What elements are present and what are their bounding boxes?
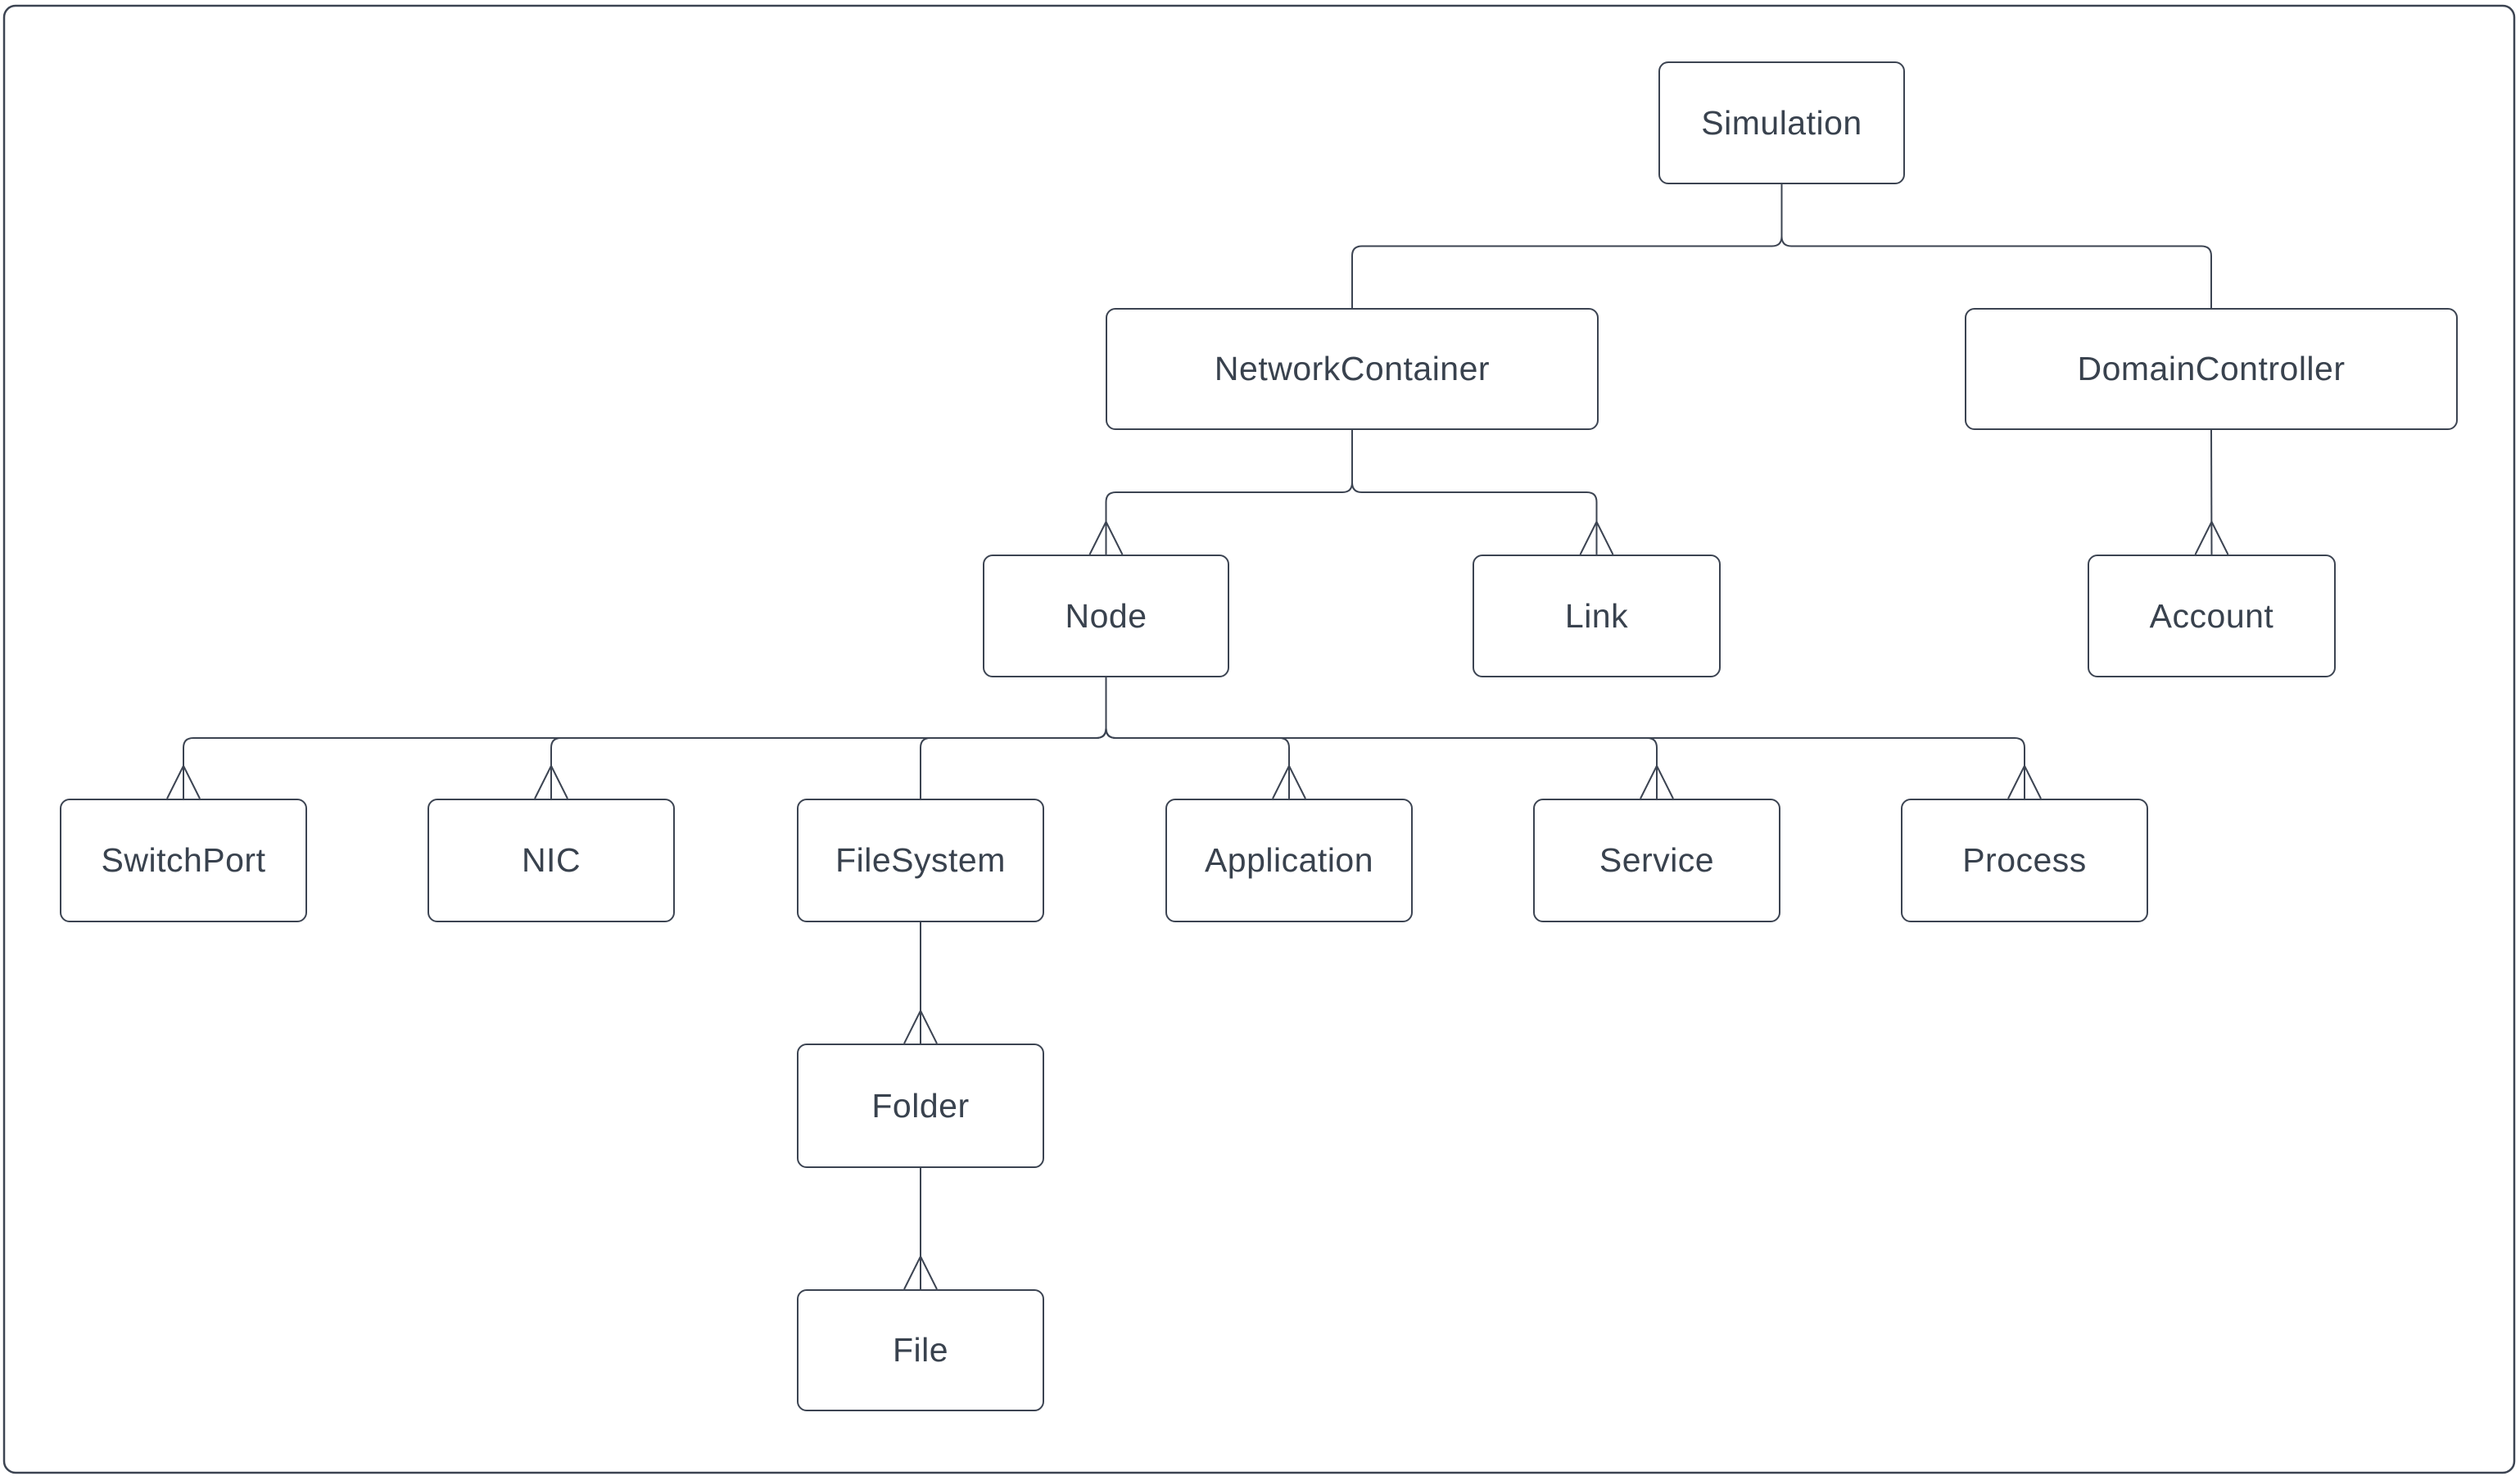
- shape-label-node: Node: [1065, 596, 1147, 635]
- canvas-border: [2, 4, 2516, 1474]
- edge-folder-file-arrowhead: [903, 1256, 938, 1290]
- edge-node-process-arrowhead: [2007, 765, 2042, 799]
- shape-nic[interactable]: NIC: [428, 799, 675, 922]
- shape-label-account: Account: [2149, 596, 2274, 635]
- edge-networkcontainer-link-arrowhead: [1579, 521, 1614, 555]
- edge-node-switchport-arrowhead: [166, 765, 201, 799]
- shape-label-nic: NIC: [521, 841, 581, 879]
- shape-label-folder: Folder: [871, 1086, 970, 1125]
- shape-label-link: Link: [1564, 596, 1629, 635]
- shape-label-file: File: [892, 1331, 949, 1369]
- edge-networkcontainer-node: [1105, 430, 1353, 555]
- edge-node-service-arrowhead: [1640, 765, 1674, 799]
- shape-link[interactable]: Link: [1473, 555, 1721, 677]
- edge-node-filesystem: [920, 677, 1107, 799]
- shape-label-simulation: Simulation: [1701, 103, 1862, 142]
- edge-domaincontroller-account: [2210, 429, 2213, 555]
- edge-simulation-domaincontroller: [1780, 184, 2212, 308]
- shape-application[interactable]: Application: [1165, 799, 1413, 922]
- edge-networkcontainer-link: [1351, 430, 1598, 555]
- shape-label-domaincontroller: DomainController: [2077, 350, 2346, 387]
- shape-service[interactable]: Service: [1533, 799, 1780, 922]
- shape-simulation[interactable]: Simulation: [1658, 61, 1905, 184]
- edge-node-application-arrowhead: [1272, 765, 1306, 799]
- shape-account[interactable]: Account: [2088, 555, 2336, 677]
- shape-process[interactable]: Process: [1901, 799, 2148, 922]
- shape-switchport[interactable]: SwitchPort: [60, 799, 307, 922]
- shape-file[interactable]: File: [797, 1289, 1044, 1411]
- shape-networkcontainer[interactable]: NetworkContainer: [1106, 308, 1599, 430]
- edge-node-process: [1105, 677, 2025, 799]
- edge-filesystem-folder-arrowhead: [903, 1010, 938, 1044]
- edge-node-nic-arrowhead: [534, 765, 568, 799]
- shape-domaincontroller[interactable]: DomainController: [1965, 308, 2458, 430]
- shape-label-service: Service: [1599, 841, 1715, 879]
- shape-node[interactable]: Node: [983, 555, 1229, 677]
- shape-label-switchport: SwitchPort: [101, 841, 266, 879]
- shape-label-filesystem: FileSystem: [835, 841, 1006, 879]
- edge-domaincontroller-account-arrowhead: [2194, 521, 2229, 555]
- shape-label-process: Process: [1962, 841, 2087, 879]
- shape-label-networkcontainer: NetworkContainer: [1214, 350, 1491, 387]
- shape-folder[interactable]: Folder: [797, 1044, 1044, 1168]
- shape-label-application: Application: [1204, 841, 1374, 879]
- edge-networkcontainer-node-arrowhead: [1088, 521, 1124, 555]
- shape-filesystem[interactable]: FileSystem: [797, 799, 1044, 922]
- edge-simulation-networkcontainer: [1351, 184, 1783, 308]
